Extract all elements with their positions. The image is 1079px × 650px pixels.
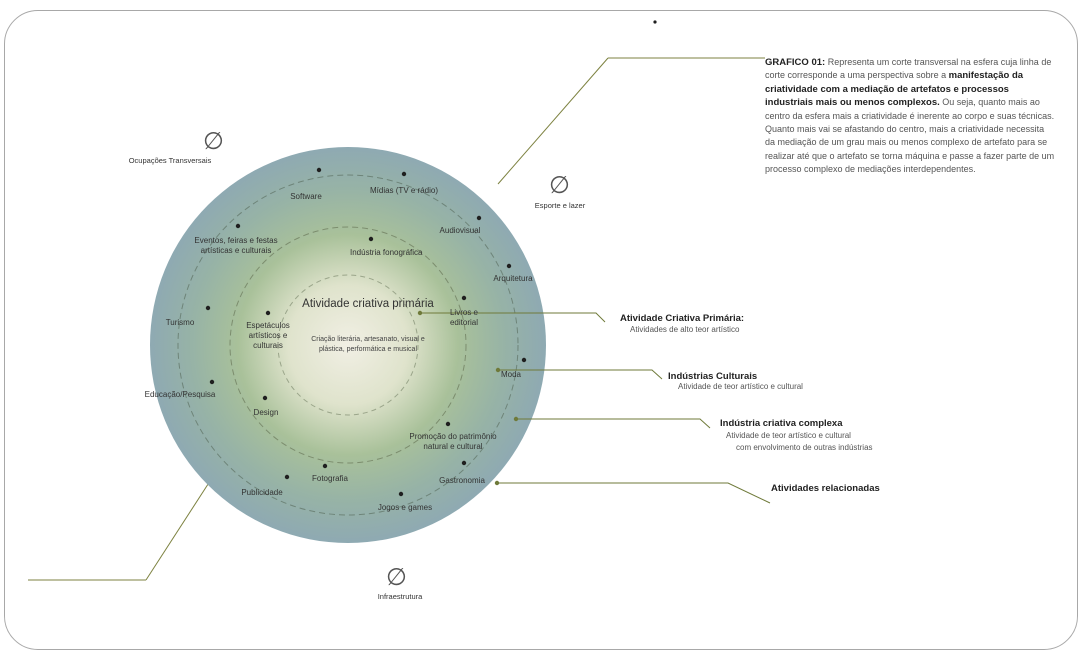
label-livros-editorial: Livros e editorial [449,308,478,327]
layer-title-primary: Atividade Criativa Primária: [620,313,745,324]
dot-audiovisual [476,215,482,221]
description-title: GRAFICO 01: [765,57,826,68]
item-dots [205,20,657,497]
decorative-dot [653,20,657,24]
dot-moda-outer [521,357,527,363]
outer-sphere [150,147,546,543]
label-design: Design [253,408,279,417]
leader-related [497,482,771,504]
leader-dot-cultural [495,367,501,373]
dot-educacao [209,379,215,385]
label-gastronomia: Gastronomia [439,476,485,485]
dot-turismo [205,305,211,311]
ring-middle-dashed [229,226,467,464]
leader-complex [516,418,711,429]
label-moda: Moda [500,370,521,379]
empty-set-icon-ocupacoes: ∅ [203,128,224,155]
dot-gastronomia [461,460,467,466]
layer-title-cultural: Indústrias Culturais [668,371,758,382]
dot-livros [461,295,467,301]
label-publicidade: Publicidade [241,488,283,497]
label-eventos: Eventos, feiras e festas artísticas e cu… [194,236,278,255]
layer-subtitle-primary: Atividades de alto teor artístico [630,325,740,334]
layer-subtitle-cultural: Atividade de teor artístico e cultural [678,382,803,391]
leader-dot-complex [513,416,519,422]
label-esporte-lazer: Esporte e lazer [534,201,586,210]
layer-subtitle-complex-1: Atividade de teor artístico e cultural [726,431,851,440]
dot-publicidade [284,474,290,480]
description-body: Ou seja, quanto mais ao centro da esfera… [765,97,1055,175]
label-ocupacoes-transversais: Ocupações Transversais [128,156,212,165]
frame-leader-top [497,57,609,185]
label-jogos-games: Jogos e games [377,503,433,512]
empty-set-icon-infra: ∅ [386,564,407,591]
leader-dot-primary [417,310,423,316]
ring-outer-dashed [177,174,519,516]
dot-arquitetura [506,263,512,269]
description-intro: Representa um corte transversal na esfer… [765,57,1052,81]
dot-eventos [235,223,241,229]
dot-jogos [398,491,404,497]
leader-cultural [498,369,663,380]
leader-dot-related [494,480,500,486]
layer-title-related: Atividades relacionadas [771,483,880,494]
label-educacao-pesquisa: Educação/Pesquisa [144,390,216,399]
description-block: GRAFICO 01: Representa um corte transver… [765,56,1055,177]
dot-fotografia [322,463,328,469]
label-software: Software [290,192,322,201]
label-promocao-patrimonio: Promoção do patrimônio natural e cultura… [409,432,497,451]
label-arquitetura: Arquitetura [493,274,533,283]
label-midias: Mídias (TV e rádio) [369,186,439,195]
label-infraestrutura: Infraestrutura [377,592,423,601]
empty-set-icon-esporte: ∅ [549,172,570,199]
dot-industria-fonografica [368,236,374,242]
core-title: Atividade criativa primária [302,298,434,310]
dot-promocao [445,421,451,427]
description-bold: manifestação da criatividade com a media… [765,70,1024,109]
label-industria-fonografica: Indústria fonográfica [350,248,423,257]
label-turismo: Turismo [165,318,195,327]
label-fotografia: Fotografia [311,474,349,483]
leader-primary [420,312,606,323]
core-subtitle: Criação literária, artesanato, visual e … [311,336,425,353]
dot-software [316,167,322,173]
dot-espetaculos [265,310,271,316]
frame-leader-bottom [145,477,213,581]
dot-midias [401,171,407,177]
layer-title-complex: Indústria criativa complexa [720,418,843,429]
label-audiovisual: Audiovisual [439,226,481,235]
label-espetaculos: Espetáculos artísticos e culturais [246,321,290,350]
ring-inner-dashed [277,274,419,416]
dot-design [262,395,268,401]
layer-subtitle-complex-2: com envolvimento de outras indústrias [736,443,873,452]
